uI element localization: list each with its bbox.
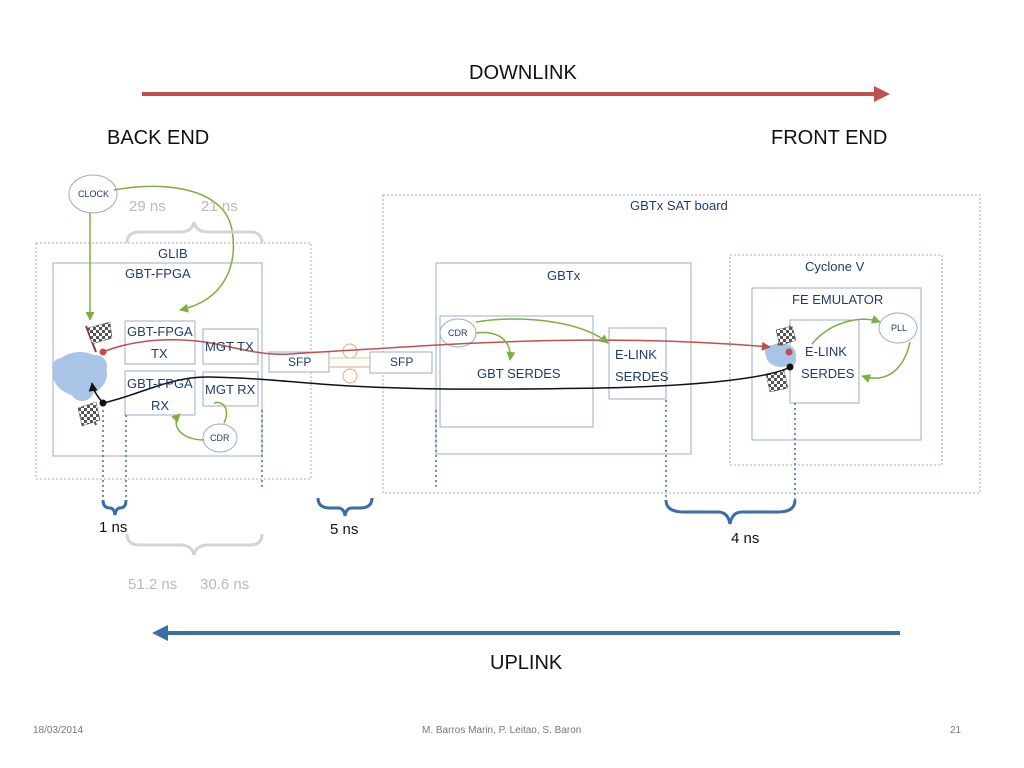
gbt-fpga-tx-label-2: TX <box>151 346 168 361</box>
gbtx-sat-board-label: GBTx SAT board <box>630 198 728 213</box>
gbt-fpga-label: GBT-FPGA <box>125 266 191 281</box>
rx-latency-braces <box>125 533 264 556</box>
gbt-fpga-tx-label-1: GBT-FPGA <box>127 324 193 339</box>
cyclone-v-label: Cyclone V <box>805 259 865 274</box>
footer-date: 18/03/2014 <box>33 725 84 736</box>
tx-latency-braces <box>125 221 264 244</box>
cdr-gbtx-label: CDR <box>448 328 468 338</box>
downlink-arrow <box>142 86 890 102</box>
downlink-label: DOWNLINK <box>469 62 577 84</box>
reference-lines <box>102 400 796 500</box>
flag-left-bottom <box>77 401 101 427</box>
pll-circle <box>878 312 918 344</box>
tx-latency-b: 21 ns <box>201 198 238 215</box>
footer-page-number: 21 <box>950 725 962 736</box>
elink-serdes-gbtx-label-1: E-LINK <box>615 347 657 362</box>
fiber-latency-label: 5 ns <box>330 521 359 538</box>
clock-label: CLOCK <box>78 189 110 199</box>
downlink-path <box>102 339 771 356</box>
uplink-label: UPLINK <box>490 652 563 674</box>
downlink-start-dot <box>99 348 107 356</box>
mgt-tx-label: MGT TX <box>205 339 254 354</box>
elink-serdes-fe-box <box>789 319 860 404</box>
rx-latency-a: 51.2 ns <box>128 576 178 593</box>
pll-label: PLL <box>891 323 908 333</box>
cyclone-v-box <box>729 254 943 466</box>
fe-emulator-label: FE EMULATOR <box>792 292 884 307</box>
front-end-label: FRONT END <box>771 127 888 149</box>
uplink-arrow <box>152 625 900 641</box>
elink-serdes-gbtx-box <box>608 327 667 400</box>
flag-right-top <box>775 325 797 347</box>
uplink-start-dot <box>786 363 794 371</box>
downlink-end-dot <box>785 348 793 356</box>
back-end-label: BACK END <box>107 127 210 149</box>
rx-latency-b: 30.6 ns <box>200 576 250 593</box>
uplink-end-dot <box>99 399 107 407</box>
clock-paths <box>85 185 911 441</box>
cdr-left-circle <box>202 423 238 453</box>
mgt-rx-label: MGT RX <box>205 382 256 397</box>
gbt-fpga-rx-label-1: GBT-FPGA <box>127 376 193 391</box>
flag-left-top <box>85 321 113 353</box>
gbtx-label: GBTx <box>547 268 581 283</box>
elink-serdes-fe-label-2: SERDES <box>801 366 855 381</box>
sfp-left-label: SFP <box>288 355 312 369</box>
blue-braces <box>101 497 797 525</box>
left-latency-label: 1 ns <box>99 519 128 536</box>
clock-circle <box>68 174 118 214</box>
uplink-path <box>88 366 791 404</box>
sfp-right-label: SFP <box>390 355 414 369</box>
elink-serdes-gbtx-label-2: SERDES <box>615 369 669 384</box>
sfp-right-box <box>369 351 433 374</box>
sfp-left-box <box>268 351 330 373</box>
gbt-fpga-rx-label-2: RX <box>151 398 170 413</box>
gbtx-sat-board-box <box>382 194 981 494</box>
tx-latency-a: 29 ns <box>129 198 166 215</box>
footer-authors: M. Barros Marin, P. Leitao, S. Baron <box>422 725 582 736</box>
elink-serdes-fe-label-1: E-LINK <box>805 344 847 359</box>
cdr-left-label: CDR <box>210 433 230 443</box>
glib-label: GLIB <box>158 246 188 261</box>
gbt-serdes-label: GBT SERDES <box>477 366 561 381</box>
right-latency-label: 4 ns <box>731 530 760 547</box>
flag-right-bottom <box>765 369 789 393</box>
